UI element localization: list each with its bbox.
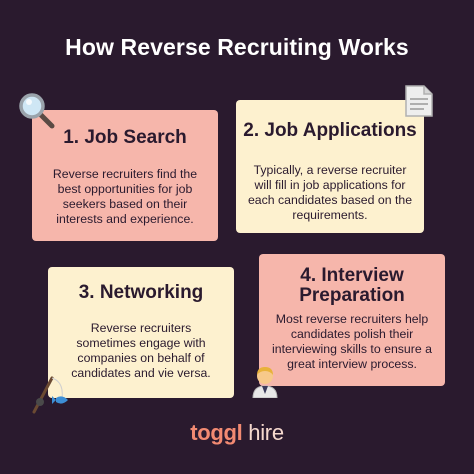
step-heading: 1. Job Search xyxy=(63,127,187,148)
logo-suffix: hire xyxy=(248,420,284,445)
magnifying-glass-icon xyxy=(19,93,55,129)
logo-brand: toggl xyxy=(190,420,243,445)
document-icon xyxy=(405,85,433,117)
step-card-interview-preparation: 4. Interview Preparation Most reverse re… xyxy=(259,254,445,386)
step-heading: 2. Job Applications xyxy=(243,120,417,141)
step-description: Reverse recruiters find the best opportu… xyxy=(52,167,198,226)
step-card-networking: 3. Networking Reverse recruiters sometim… xyxy=(48,267,234,398)
step-card-job-applications: 2. Job Applications Typically, a reverse… xyxy=(236,100,424,233)
step-description: Most reverse recruiters help candidates … xyxy=(272,312,432,371)
page-title: How Reverse Recruiting Works xyxy=(65,34,409,60)
person-icon xyxy=(252,367,278,398)
fishing-rod-icon xyxy=(32,376,68,414)
step-heading: 4. Interview Preparation xyxy=(299,265,405,306)
step-description: Reverse recruiters sometimes engage with… xyxy=(71,321,211,380)
step-card-job-search: 1. Job Search Reverse recruiters find th… xyxy=(32,110,218,241)
step-description: Typically, a reverse recruiter will fill… xyxy=(247,163,413,222)
toggl-hire-logo: toggl hire xyxy=(0,420,474,446)
step-heading: 3. Networking xyxy=(78,282,204,303)
